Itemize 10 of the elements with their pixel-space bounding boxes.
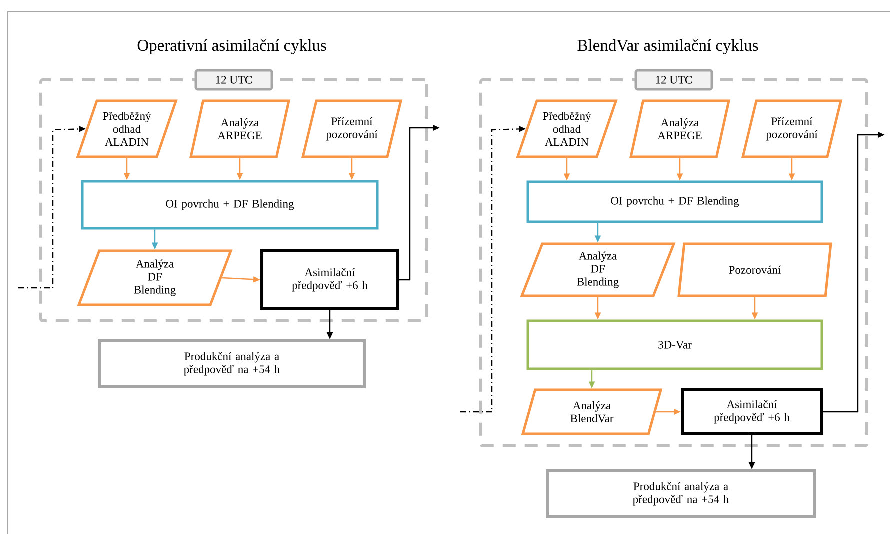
- data-parallelogram: Pozorování: [678, 242, 832, 298]
- process-box: OI povrchu + DF Blending: [526, 180, 824, 224]
- process-box: OI povrchu + DF Blending: [81, 180, 379, 230]
- panel-title: BlendVar asimilační cyklus: [578, 39, 758, 55]
- output-box: Produkční analýza a předpověď na +54 h: [98, 340, 366, 388]
- output-box: Produkční analýza a předpověď na +54 h: [546, 470, 816, 518]
- panel-title: Operativní asimilační cyklus: [138, 39, 326, 55]
- process-box: Asimilační předpověď +6 h: [681, 388, 823, 436]
- process-box: Asimilační předpověď +6 h: [260, 250, 400, 310]
- process-box: 3D-Var: [526, 320, 824, 370]
